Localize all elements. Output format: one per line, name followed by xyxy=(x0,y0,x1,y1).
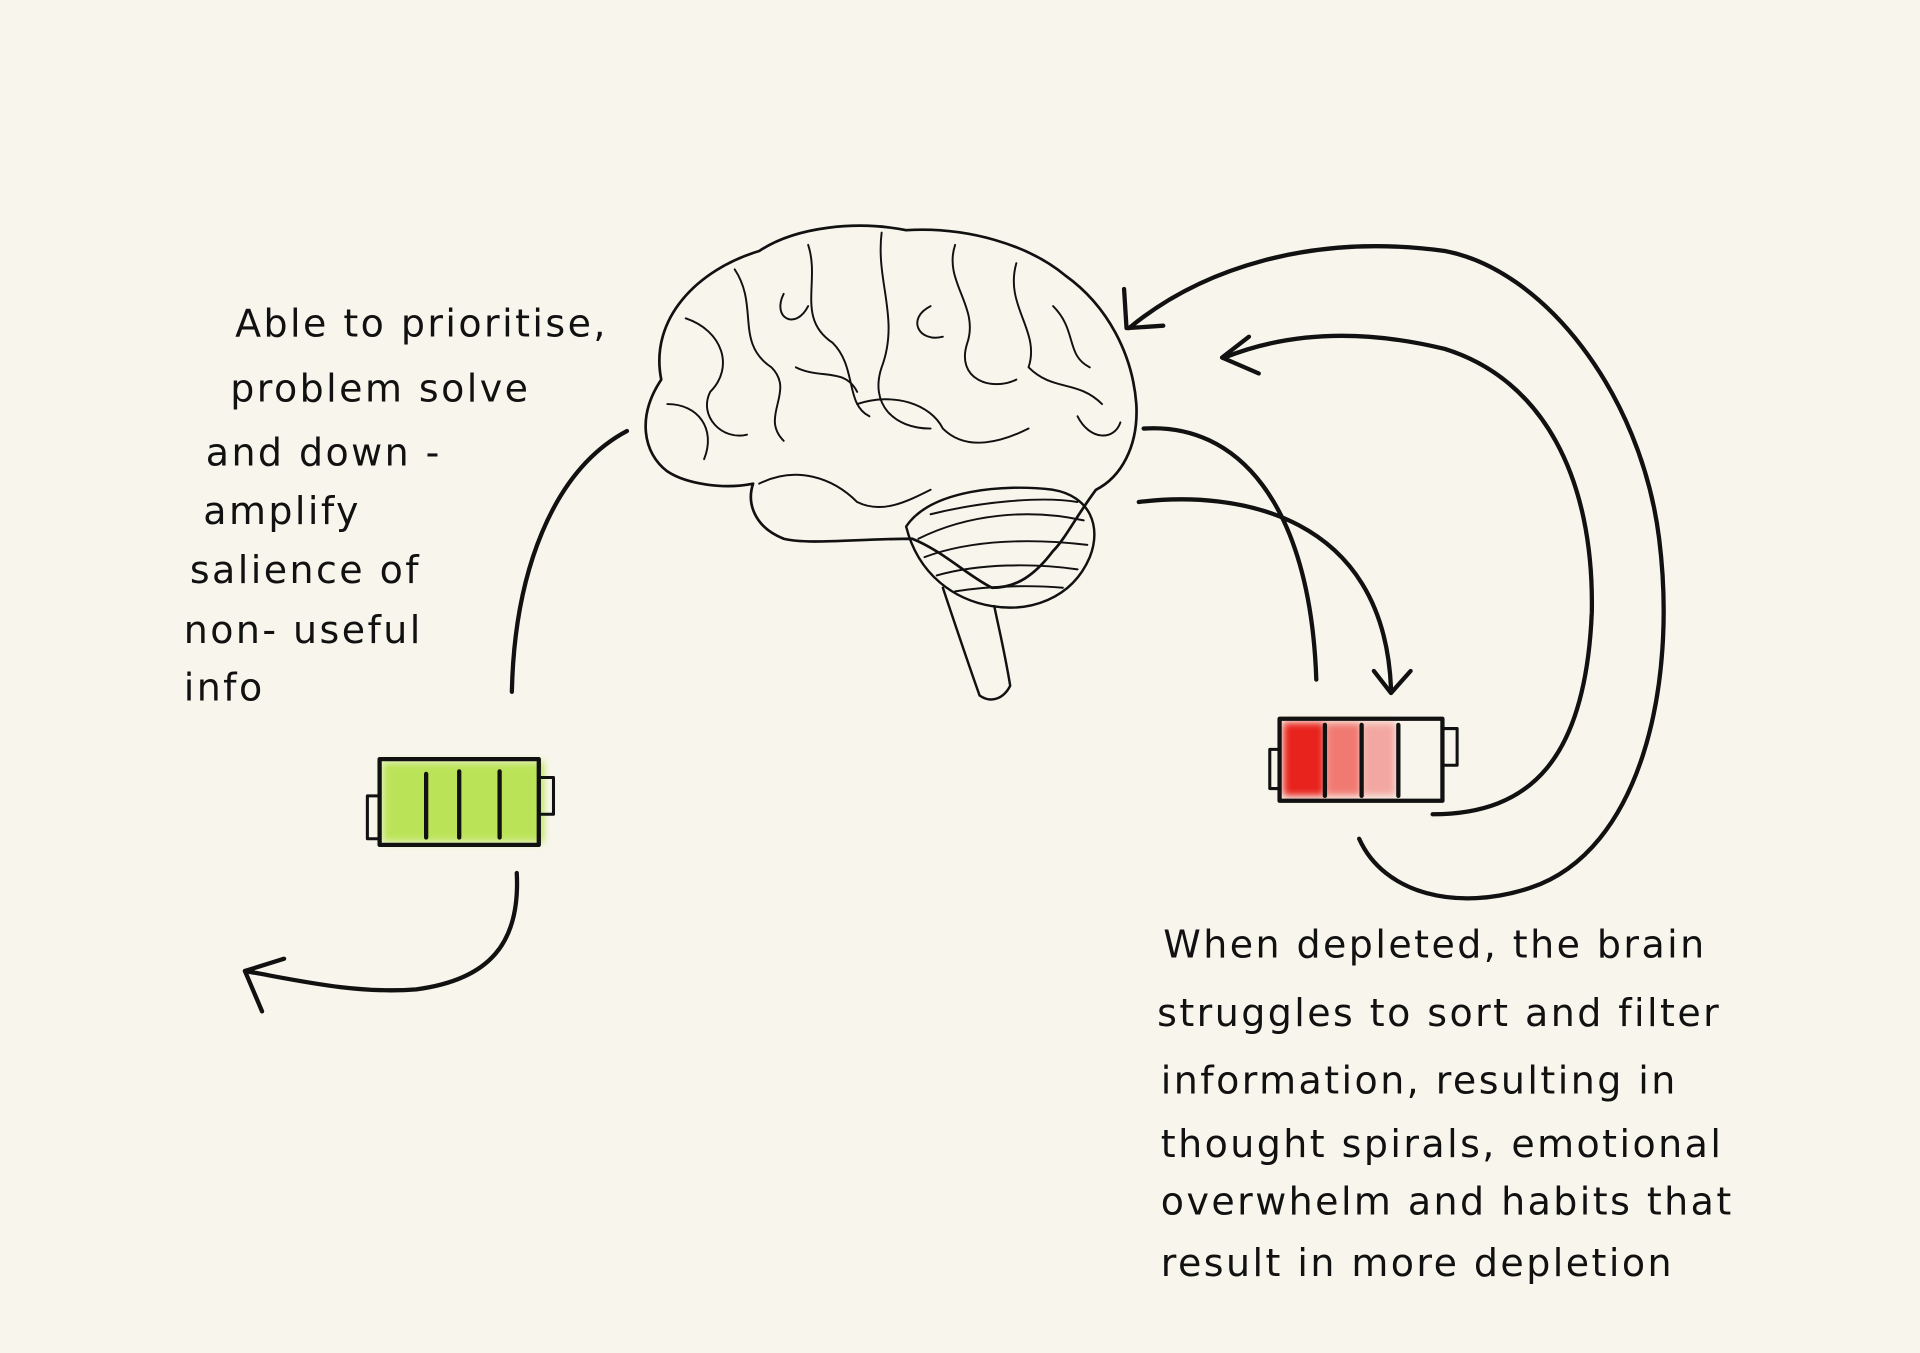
arrow-head-outer xyxy=(1121,286,1166,331)
right-note-line: thought spirals, emotional xyxy=(1161,1122,1724,1166)
arrow-out-of-charged-battery xyxy=(242,870,520,993)
right-note-line: information, resulting in xyxy=(1161,1058,1678,1102)
right-note: When depleted, the brain struggles to so… xyxy=(1157,923,1734,1285)
arrow-brain-to-depleted xyxy=(1141,426,1319,682)
arrow-charged-to-brain xyxy=(509,428,630,694)
brain-illustration xyxy=(644,224,1138,701)
left-note: Able to prioritise, problem solve and do… xyxy=(184,302,608,710)
depleted-segment-3 xyxy=(1361,722,1396,796)
cerebellum-lines xyxy=(917,498,1089,593)
depleted-battery-segments xyxy=(1322,722,1401,799)
right-note-line: struggles to sort and filter xyxy=(1157,991,1721,1035)
depleted-battery xyxy=(1268,716,1459,803)
left-note-line: problem solve xyxy=(230,367,530,411)
arrow-outer-loop xyxy=(1126,244,1666,901)
right-note-line: overwhelm and habits that xyxy=(1161,1180,1734,1224)
depleted-battery-tip-left xyxy=(1268,747,1282,791)
charged-battery-tip xyxy=(537,775,556,816)
right-note-line: result in more depletion xyxy=(1161,1241,1674,1285)
left-note-line: info xyxy=(184,665,265,709)
arrow-head-down xyxy=(1371,668,1413,696)
left-note-line: and down - xyxy=(206,430,442,474)
charged-battery-segments xyxy=(424,769,502,840)
depleted-segment-2 xyxy=(1324,722,1362,796)
depleted-segment-1 xyxy=(1283,722,1325,796)
flow-arrows xyxy=(242,244,1666,1014)
brain-folds xyxy=(666,231,1122,509)
charged-battery xyxy=(365,757,556,848)
left-note-line: amplify xyxy=(203,489,361,533)
arrow-head-left xyxy=(242,956,287,1014)
brain-outline xyxy=(644,224,1138,590)
cerebellum xyxy=(904,486,1096,609)
depleted-battery-tip xyxy=(1440,727,1459,767)
charged-battery-fill xyxy=(382,761,544,843)
arrow-head-inner xyxy=(1219,334,1261,376)
left-note-line: salience of xyxy=(190,548,421,592)
brain-stem xyxy=(941,586,1012,701)
charged-battery-tip-left xyxy=(365,794,382,841)
left-note-line: Able to prioritise, xyxy=(235,302,608,346)
arrow-brain-to-depleted-2 xyxy=(1136,497,1394,691)
right-note-line: When depleted, the brain xyxy=(1163,923,1706,967)
left-note-line: non- useful xyxy=(184,608,423,652)
arrow-inner-loop xyxy=(1222,333,1594,817)
